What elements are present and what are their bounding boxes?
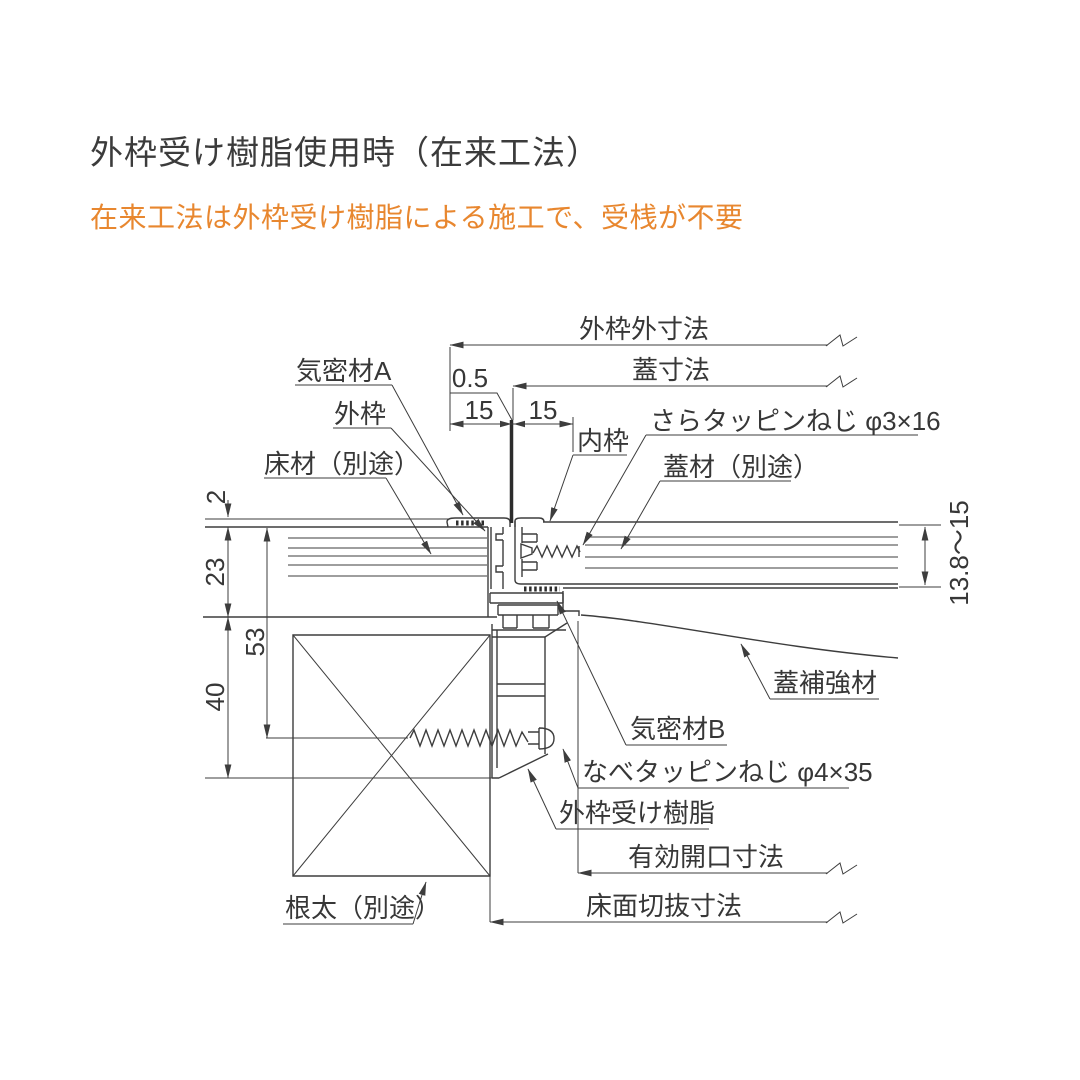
label-floor-material: 床材（別途） bbox=[264, 449, 420, 479]
floor-panel-section bbox=[203, 526, 497, 618]
flat-head-screw bbox=[520, 543, 581, 559]
leader-lines bbox=[264, 384, 918, 925]
inner-frame-profile bbox=[514, 517, 545, 585]
label-15-left: 15 bbox=[465, 395, 494, 425]
label-gasket-b: 気密材B bbox=[630, 714, 725, 744]
label-gap-0-5: 0.5 bbox=[452, 363, 488, 393]
label-dim-53: 53 bbox=[240, 628, 270, 657]
label-lid-reinforcement: 蓋補強材 bbox=[773, 668, 877, 698]
label-joist: 根太（別途） bbox=[285, 893, 441, 923]
label-outer-frame-outer-dim: 外枠外寸法 bbox=[579, 314, 709, 344]
page-title: 外枠受け樹脂使用時（在来工法） bbox=[90, 134, 600, 171]
label-flat-screw: さらタッピンねじ φ3×16 bbox=[650, 406, 941, 436]
label-dim-2: 2 bbox=[201, 490, 231, 504]
page-subtitle: 在来工法は外枠受け樹脂による施工で、受桟が不要 bbox=[90, 202, 744, 233]
label-15-right: 15 bbox=[529, 395, 558, 425]
label-pan-screw: なべタッピンねじ φ4×35 bbox=[582, 757, 873, 787]
frame-support-resin-profile bbox=[491, 622, 568, 779]
label-dim-23: 23 bbox=[200, 558, 230, 587]
outer-frame-profile bbox=[446, 517, 564, 629]
label-lid-thickness: 13.8〜15 bbox=[944, 500, 974, 606]
label-lid-material: 蓋材（別途） bbox=[663, 452, 819, 482]
dimension-lines bbox=[205, 334, 941, 926]
lid-reinforcement-section bbox=[562, 587, 899, 659]
label-gasket-a: 気密材A bbox=[296, 356, 392, 386]
label-effective-opening: 有効開口寸法 bbox=[628, 842, 784, 872]
label-dim-40: 40 bbox=[200, 683, 230, 712]
label-outer-frame: 外枠 bbox=[334, 399, 386, 429]
label-floor-cutout: 床面切抜寸法 bbox=[586, 891, 742, 921]
label-frame-support-resin: 外枠受け樹脂 bbox=[559, 798, 715, 828]
lid-panel-section bbox=[543, 521, 898, 585]
label-lid-dim: 蓋寸法 bbox=[632, 355, 710, 385]
pan-head-screw bbox=[409, 727, 555, 750]
joist-section bbox=[292, 634, 491, 877]
label-inner-frame: 内枠 bbox=[577, 426, 629, 456]
